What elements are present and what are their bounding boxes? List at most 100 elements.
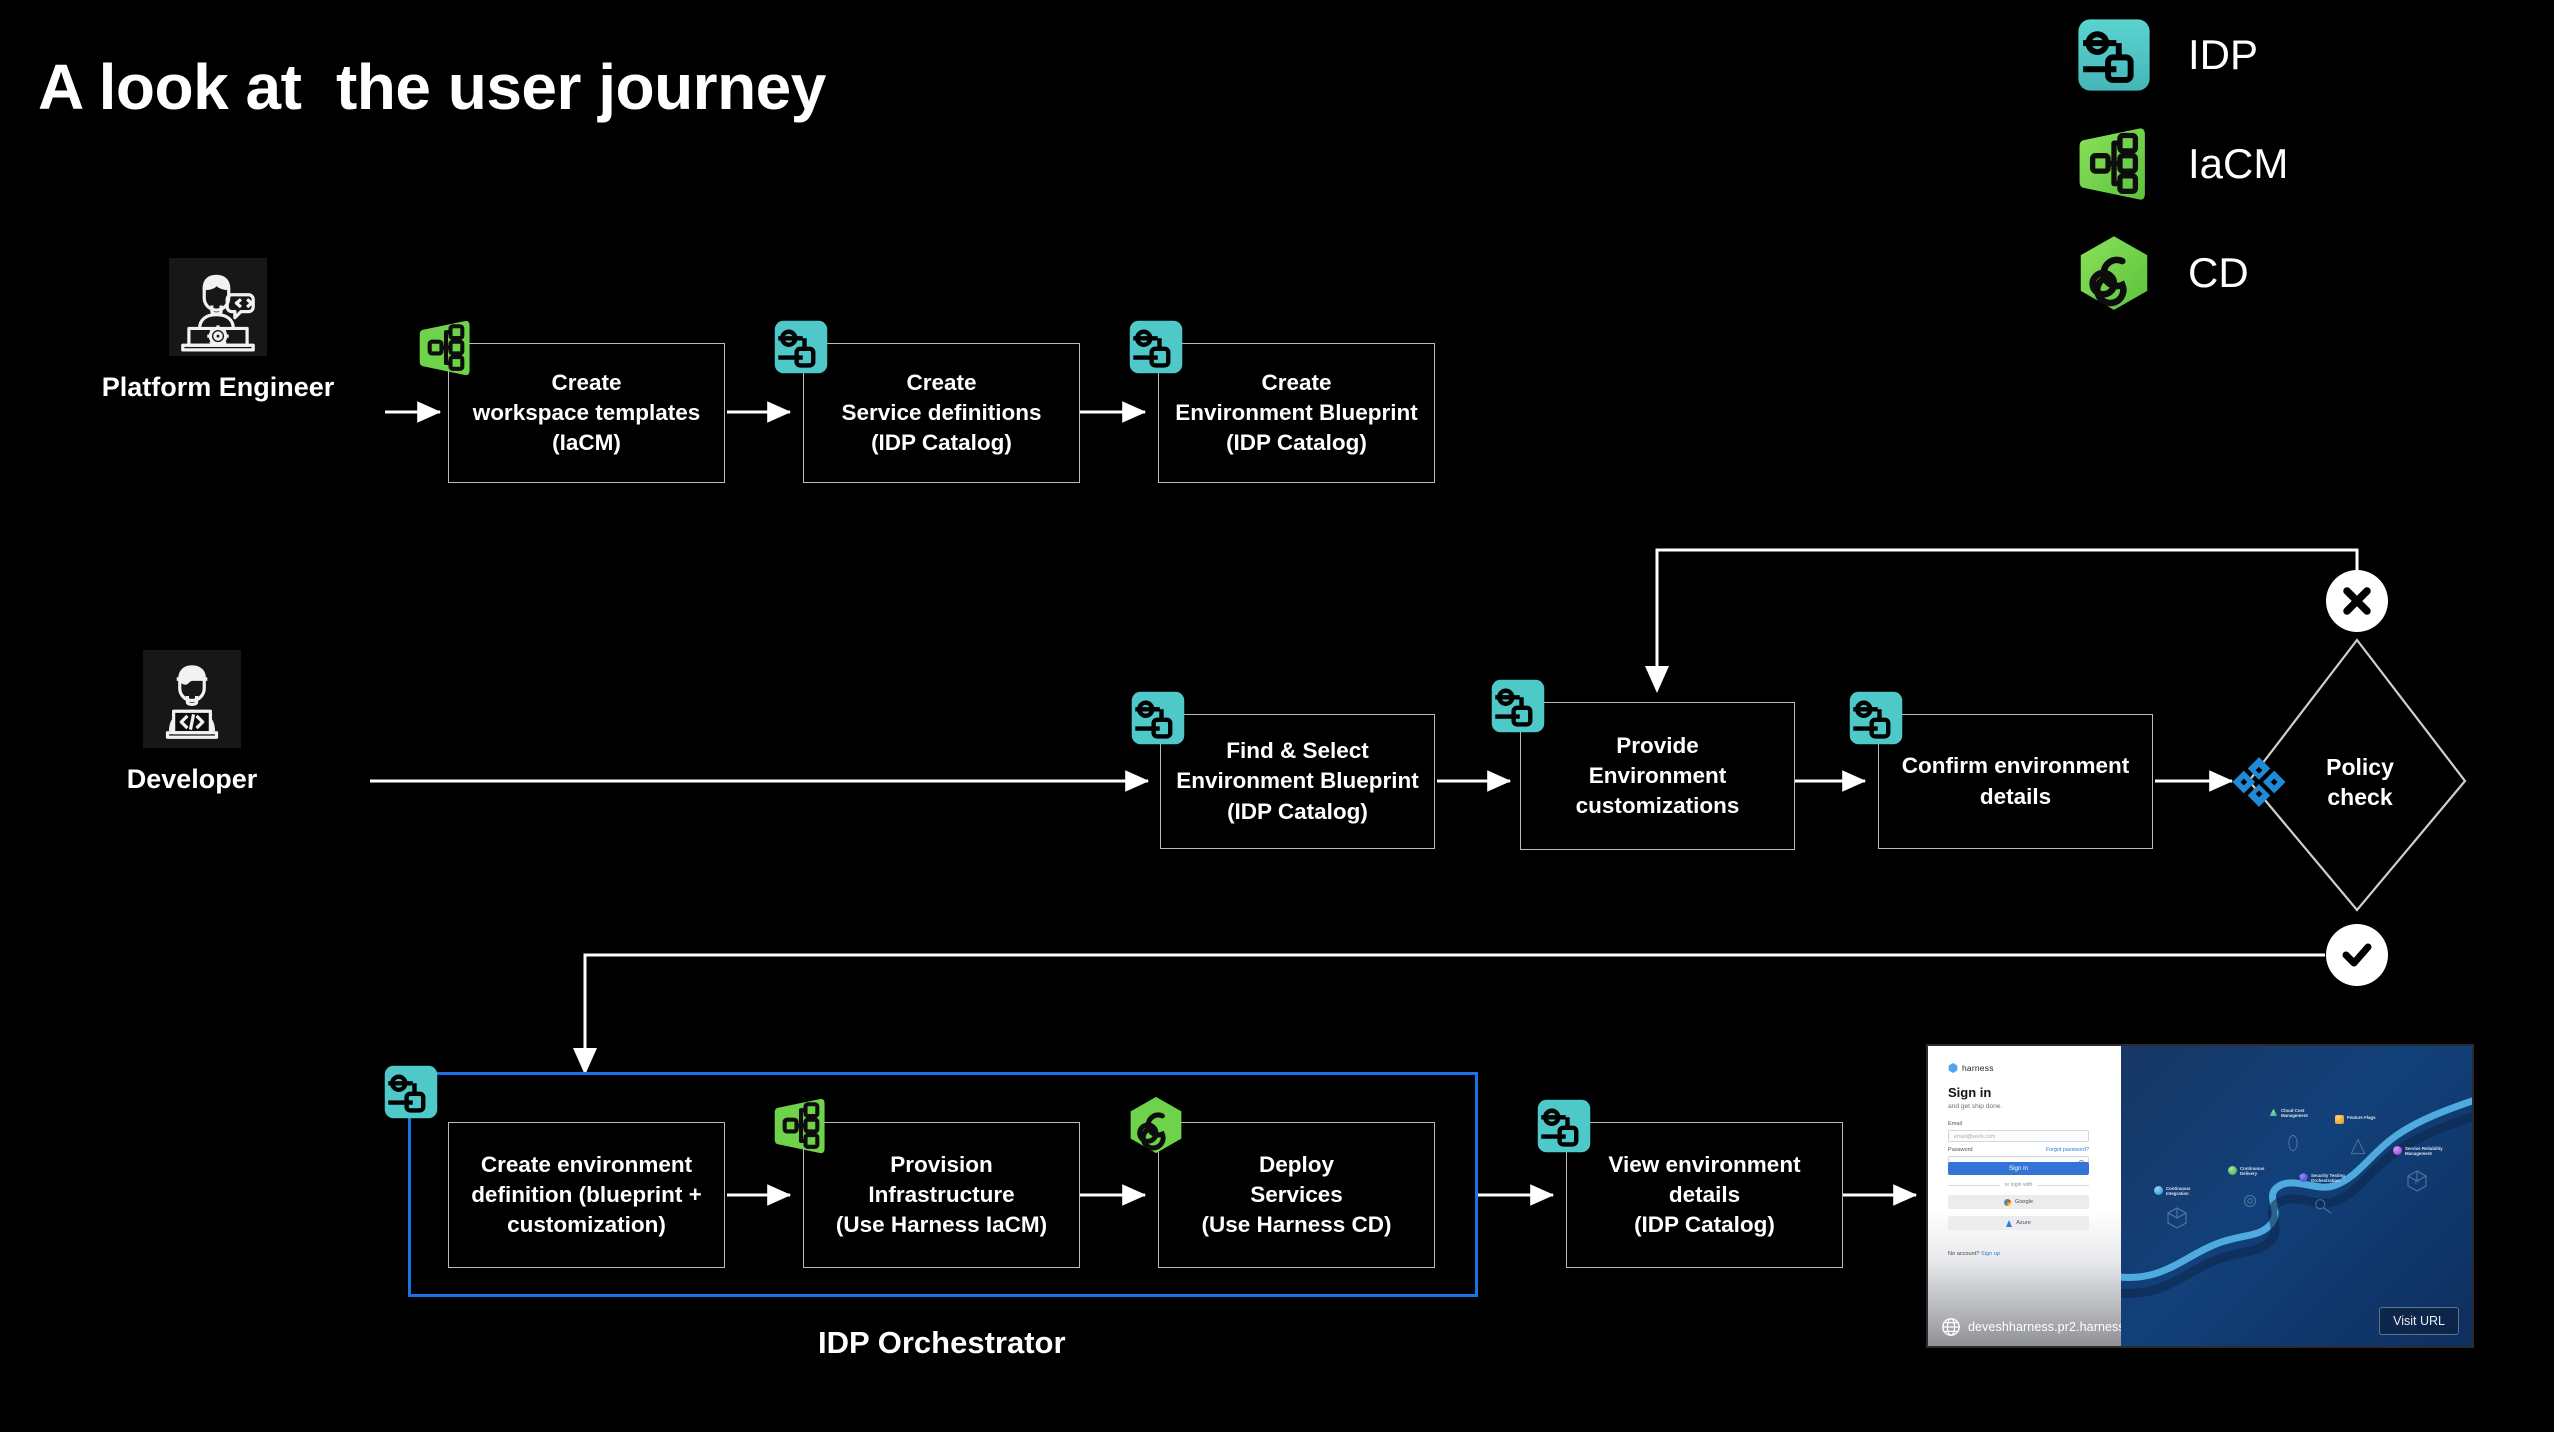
node-confirm-environment-details[interactable]: Confirm environment details [1849,691,2153,849]
policy-check-label: Policy check [2326,754,2394,811]
legend-label-iacm: IaCM [2188,140,2289,187]
idp-orchestrator-container [408,1072,1478,1297]
node-label: Provide Environment customizations [1575,732,1740,819]
node-label: Create Service definitions (IDP Catalog) [841,369,1042,456]
close-icon [2326,570,2388,632]
page-title: A look at the user journey [38,51,826,123]
globe-icon [1942,1318,1960,1336]
signin-heading: Sign in [1948,1085,1992,1100]
idp-icon [1128,319,1184,375]
node-create-environment-blueprint[interactable]: Create Environment Blueprint (IDP Catalo… [1129,320,1435,483]
visit-url-button[interactable]: Visit URL [2379,1307,2459,1335]
legend: IDP IaCM [2076,12,2496,339]
harness-logo: harness [1948,1063,1994,1073]
module-label: Cloud Cost Management [2281,1108,2308,1119]
legend-label-idp: IDP [2188,31,2259,78]
node-find-select-environment-blueprint[interactable]: Find & Select Environment Blueprint (IDP… [1131,691,1435,849]
journey-path-graphic [2121,1097,2472,1298]
check-icon [2326,924,2388,986]
node-label: Deploy Services (Use Harness CD) [1201,1151,1392,1238]
divider-line-left [1948,1184,2000,1186]
persona-label-platform-engineer: Platform Engineer [101,372,335,402]
harness-logo-text: harness [1962,1063,1994,1073]
idp-icon [1490,678,1546,734]
module-label: Feature Flags [2347,1115,2376,1120]
persona-label-developer: Developer [126,764,258,794]
harness-signin-screenshot[interactable]: harness Sign in and get ship done. Email… [1928,1046,2472,1346]
harness-marketing-panel: Continuous Integration Continuous Delive… [2121,1046,2472,1346]
password-label: Password [1948,1147,1973,1153]
svg-text:P: P [2415,1180,2419,1186]
module-security-testing-orchestration: Security Testing Orchestration [2299,1173,2345,1183]
sto-icon [2299,1173,2308,1182]
node-deploy-services[interactable]: Deploy Services (Use Harness CD) [1130,1096,1435,1268]
module-label: Security Testing Orchestration [2311,1173,2345,1184]
iacm-icon [772,1097,830,1155]
srm-icon [2393,1146,2402,1155]
node-label: Create workspace templates (IaCM) [472,369,701,456]
node-provision-infrastructure[interactable]: Provision Infrastructure (Use Harness Ia… [774,1098,1080,1268]
no-account-text: No account? Sign up [1948,1251,2000,1257]
forgot-password-link[interactable]: Forgot password? [2045,1147,2089,1153]
node-view-environment-details[interactable]: View environment details (IDP Catalog) [1537,1099,1843,1268]
cd-icon [2076,235,2152,311]
module-continuous-integration: Continuous Integration [2154,1186,2190,1196]
node-label: Provision Infrastructure (Use Harness Ia… [835,1151,1048,1238]
module-label: Service Reliability Management [2405,1146,2443,1157]
node-label: View environment details (IDP Catalog) [1608,1151,1801,1238]
module-continuous-delivery: Continuous Delivery [2228,1166,2264,1176]
flag-glyph-icon [2350,1138,2366,1155]
signin-panel: harness Sign in and get ship done. Email… [1928,1046,2138,1346]
divider-text: or login with [2004,1182,2033,1188]
module-cloud-cost-management: Cloud Cost Management [2269,1108,2308,1118]
legend-item-iacm: IaCM [2076,121,2496,207]
url-text: deveshharness.pr2.harness.io [1968,1320,2139,1334]
cube-glyph-icon [2167,1207,2187,1229]
idp-orchestrator-label: IDP Orchestrator [818,1325,1066,1360]
node-provide-environment-customizations[interactable]: Provide Environment customizations [1491,679,1795,850]
email-field[interactable] [1948,1130,2089,1142]
developer-avatar [143,650,241,748]
email-placeholder: email@work.com [1954,1134,1996,1140]
iacm-icon [417,319,475,377]
node-create-workspace-templates[interactable]: Create workspace templates (IaCM) [419,320,725,483]
azure-icon [2006,1219,2013,1227]
url-bar: deveshharness.pr2.harness.io [1941,1317,2138,1337]
module-feature-flags: Feature Flags [2335,1115,2376,1124]
persona-platform-engineer: Platform Engineer [78,258,358,403]
legend-item-cd: CD [2076,230,2496,316]
idp-icon [1848,690,1904,746]
node-label: Find & Select Environment Blueprint (IDP… [1176,738,1419,824]
legend-item-idp: IDP [2076,12,2496,98]
ci-icon [2154,1186,2163,1195]
google-signin-button[interactable]: Google [1948,1195,2089,1209]
idp-icon [2076,17,2152,93]
clock-glyph-icon [2288,1135,2298,1151]
gear-glyph-icon [2243,1194,2257,1208]
idp-icon [1130,690,1186,746]
module-label: Continuous Integration [2166,1186,2191,1197]
cd-icon [1127,1096,1185,1154]
ff-icon [2335,1115,2344,1124]
package-glyph-icon: P [2407,1170,2427,1192]
persona-developer: Developer [82,650,302,795]
divider-or-login-with: or login with [1948,1182,2089,1188]
signin-button[interactable]: Sign in [1948,1162,2089,1175]
idp-icon [773,319,829,375]
node-create-environment-definition[interactable]: Create environment definition (blueprint… [448,1122,725,1268]
google-icon [2003,1198,2011,1206]
node-label: Create environment definition (blueprint… [471,1151,702,1238]
module-service-reliability-management: Service Reliability Management [2393,1146,2443,1156]
signup-link[interactable]: Sign up [1980,1251,2000,1257]
no-account-label: No account? [1948,1251,1980,1257]
divider-line-right [2037,1184,2089,1186]
azure-signin-button[interactable]: Azure [1948,1216,2089,1230]
harness-logo-mark [1948,1063,1958,1073]
node-create-service-definitions[interactable]: Create Service definitions (IDP Catalog) [774,320,1080,483]
azure-label: Azure [2016,1220,2031,1226]
module-label: Continuous Delivery [2240,1166,2265,1177]
email-label: Email [1948,1121,1962,1127]
google-label: Google [2014,1199,2034,1205]
cd-module-icon [2228,1166,2237,1175]
